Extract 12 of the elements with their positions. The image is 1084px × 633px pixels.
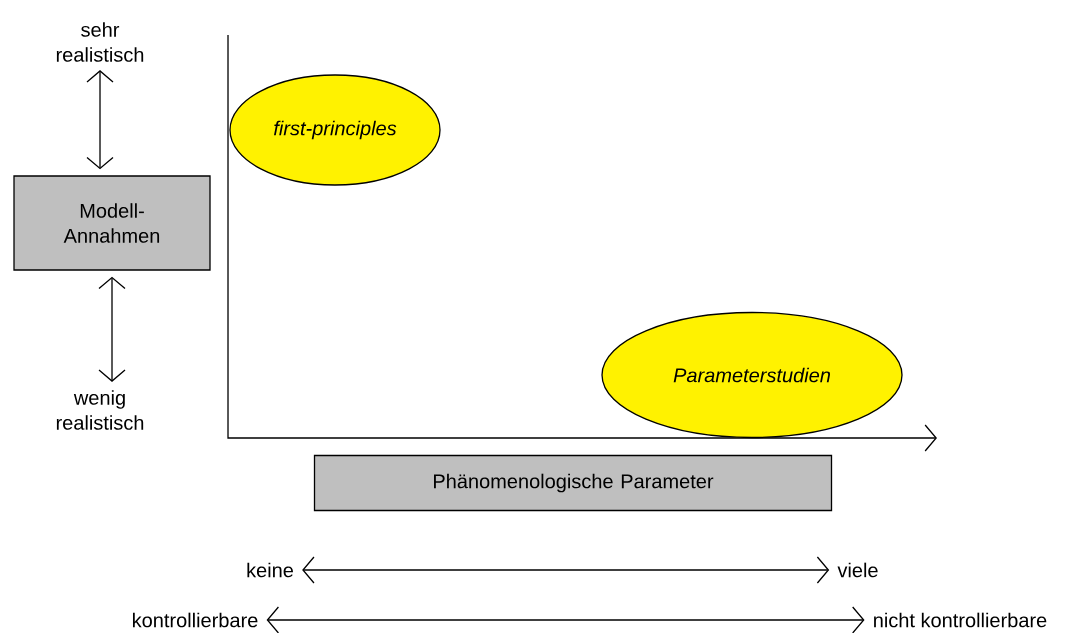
axis-label: wenig realistisch bbox=[56, 390, 144, 430]
scale-label: nicht kontrollierbare bbox=[874, 612, 1047, 628]
parameter-box: Phänomenologische Parameter bbox=[313, 454, 833, 512]
double-arrow bbox=[86, 70, 114, 170]
scale-label: kontrollierbare bbox=[133, 612, 258, 628]
assumption-box: Modell-Annahmen bbox=[13, 175, 211, 271]
scale-label: keine bbox=[247, 562, 293, 578]
double-arrow bbox=[302, 556, 830, 584]
scale-label: viele bbox=[837, 562, 878, 578]
double-arrow bbox=[98, 276, 126, 382]
axis-label: sehr realistisch bbox=[56, 22, 144, 62]
double-arrow bbox=[266, 606, 865, 633]
